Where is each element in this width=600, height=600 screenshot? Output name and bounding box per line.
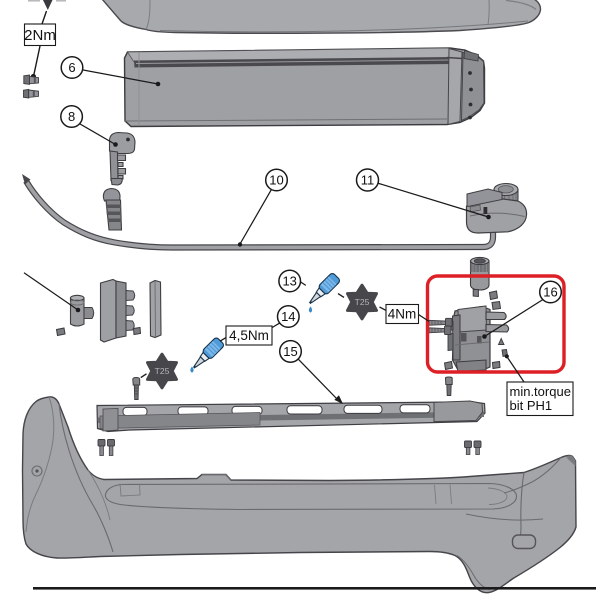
svg-text:13: 13	[282, 274, 296, 289]
svg-text:15: 15	[283, 344, 297, 359]
svg-text:6: 6	[68, 60, 75, 75]
svg-text:min.torque: min.torque	[510, 384, 571, 399]
svg-text:2Nm: 2Nm	[24, 27, 56, 44]
svg-text:11: 11	[361, 173, 375, 188]
svg-text:10: 10	[269, 173, 283, 188]
svg-text:8: 8	[68, 109, 75, 124]
svg-text:16: 16	[543, 285, 557, 300]
svg-text:4Nm: 4Nm	[388, 307, 417, 322]
svg-text:bit PH1: bit PH1	[510, 398, 553, 413]
svg-text:T25: T25	[355, 297, 370, 307]
svg-text:4,5Nm: 4,5Nm	[229, 328, 269, 343]
svg-text:T25: T25	[155, 366, 170, 376]
svg-text:14: 14	[281, 309, 295, 324]
